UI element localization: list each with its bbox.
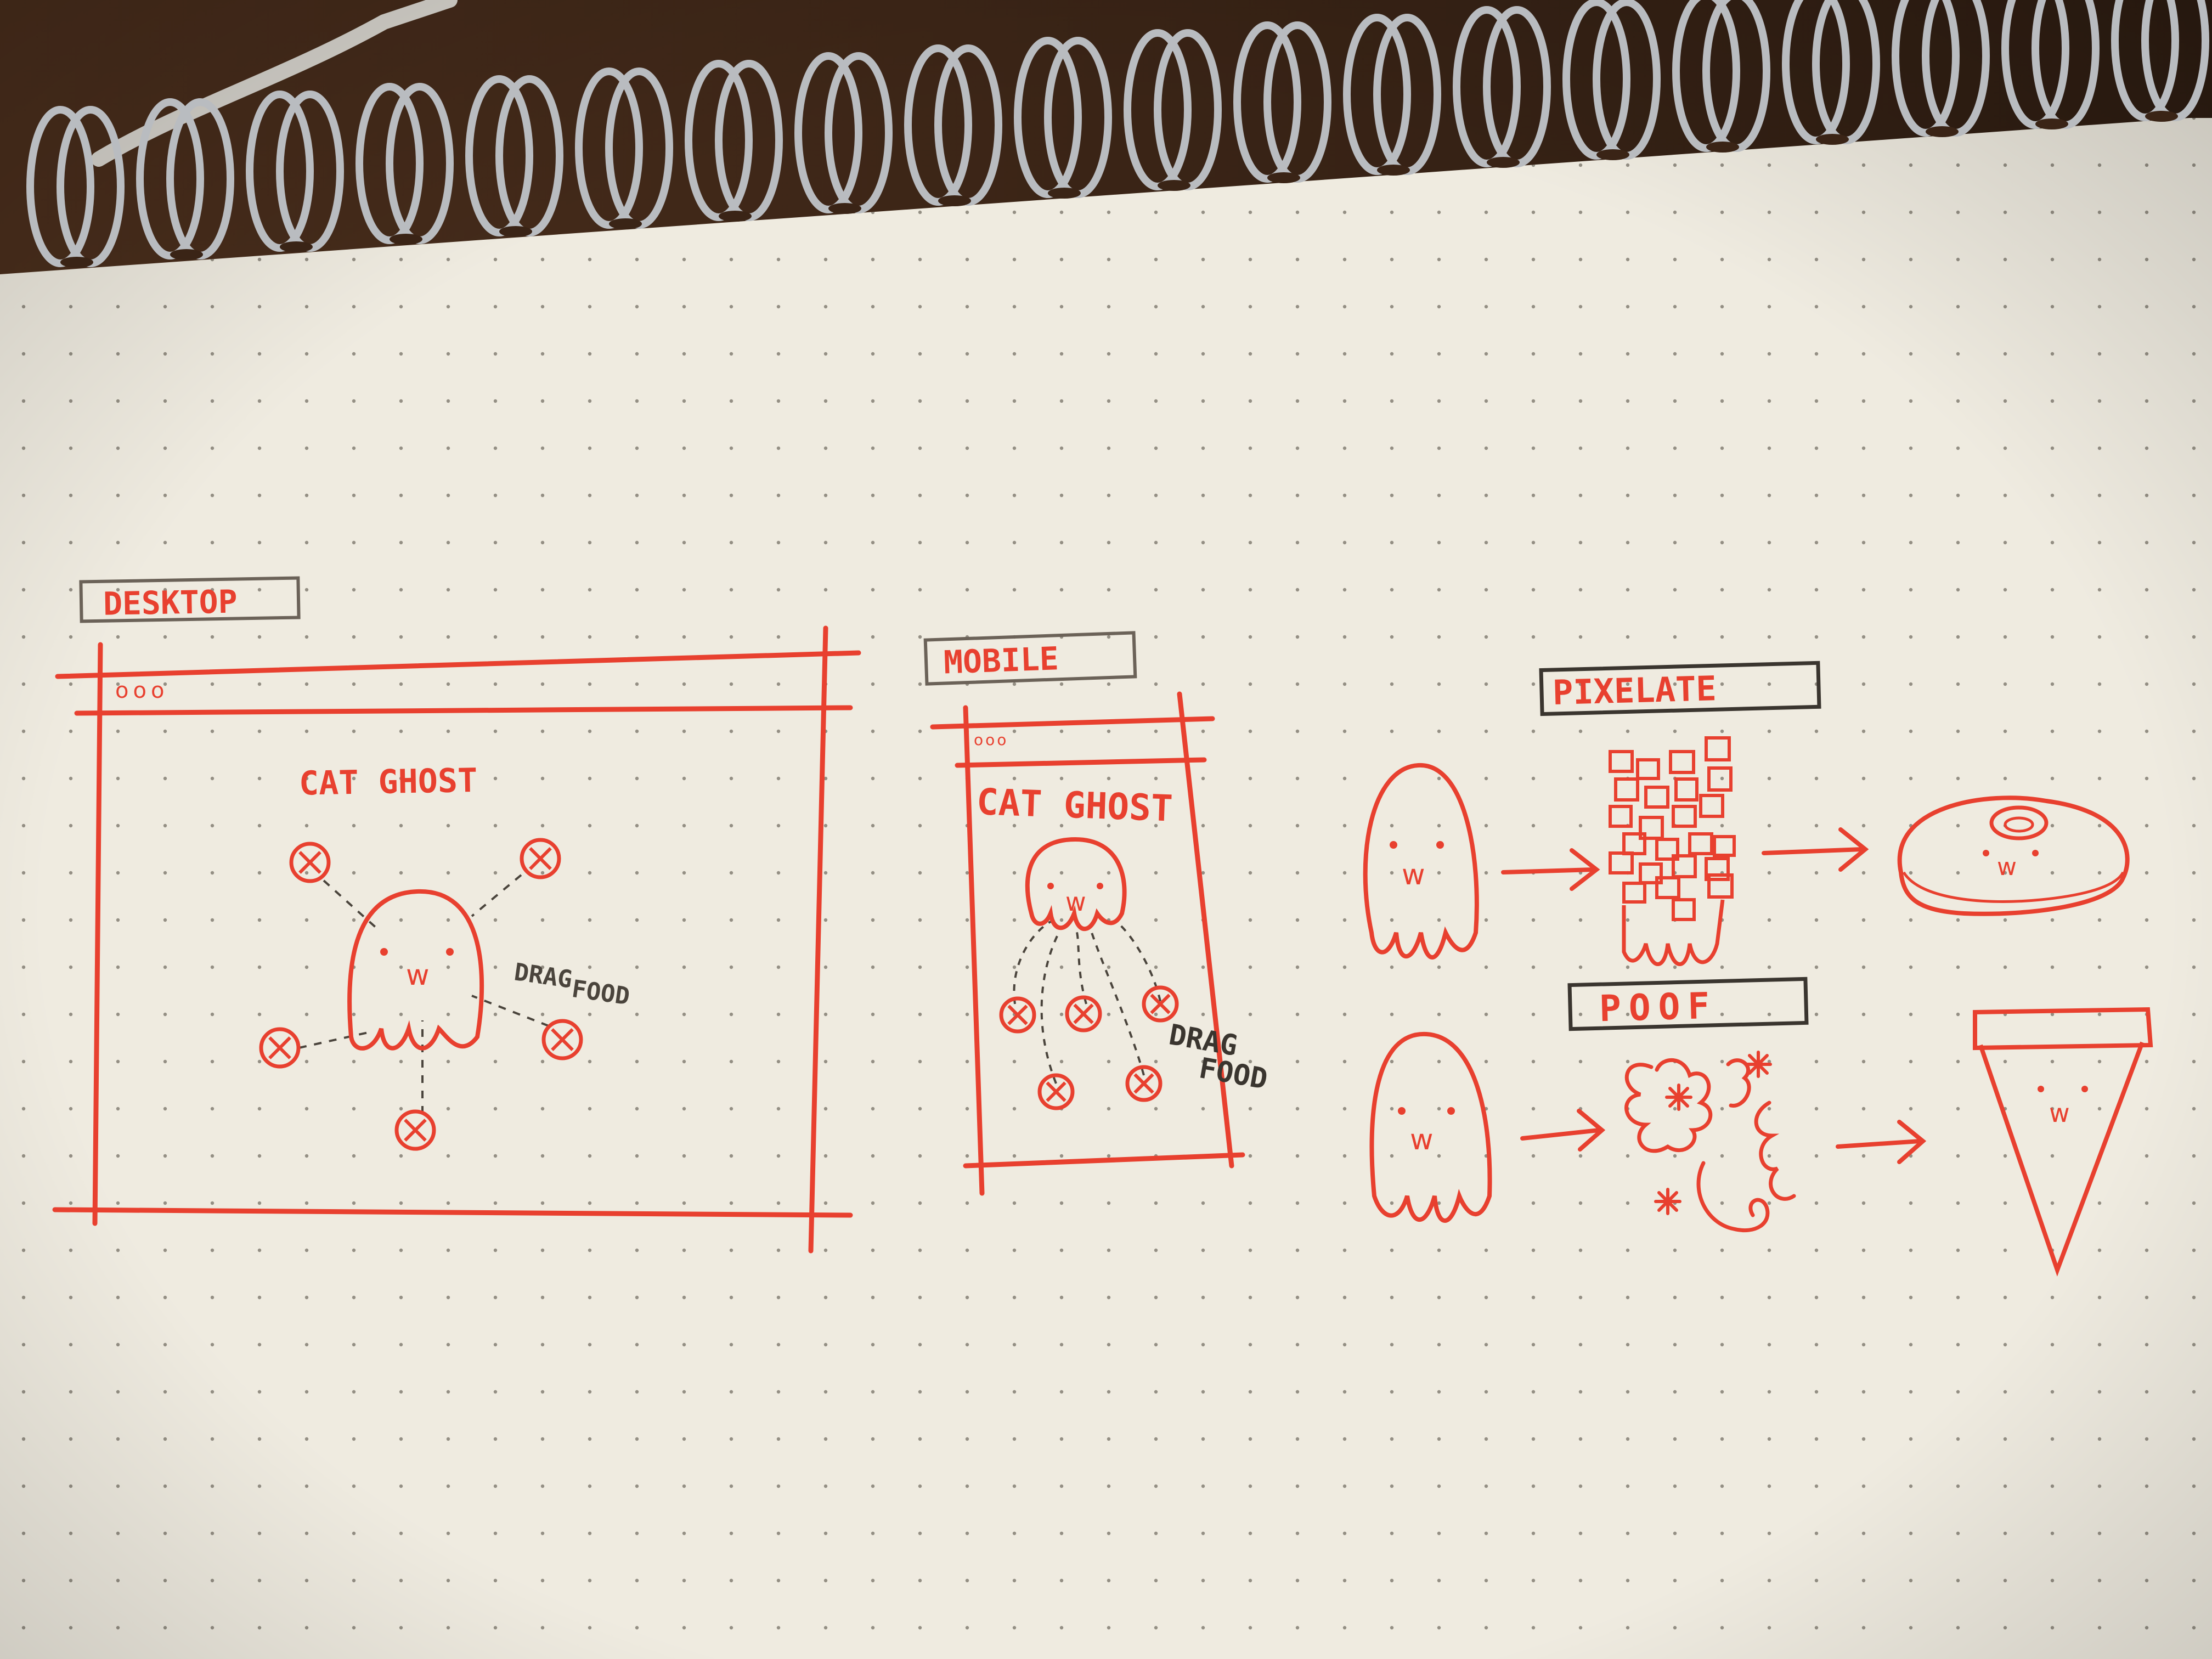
food-item: [1037, 1073, 1075, 1110]
food-item: [1065, 995, 1102, 1032]
food-item: [259, 1027, 301, 1069]
binding-hole: [170, 249, 203, 260]
food-item: [541, 1019, 583, 1060]
desktop-window-dots: ooo: [115, 678, 168, 703]
poof-arrow-1: [1520, 1109, 1606, 1152]
binding-hole: [1596, 149, 1629, 160]
desktop-drag-lines: [298, 874, 549, 1114]
binding-hole: [609, 218, 642, 229]
pizza-face: w: [2049, 1098, 2070, 1128]
binding-hole: [499, 226, 532, 237]
donut-face: w: [1997, 853, 2017, 881]
pizza-result: w: [1973, 1007, 2153, 1277]
spiral-coil: [685, 60, 753, 221]
spiral-coil: [794, 52, 862, 213]
binding-hole: [280, 241, 313, 252]
food-item: [1142, 985, 1179, 1023]
desktop-ghost-face: w: [406, 959, 430, 992]
mobile-phone-frame: [930, 691, 1245, 1196]
pixelate-squares: [1609, 736, 1736, 921]
binding-hole: [2145, 111, 2178, 122]
binding-hole: [1267, 172, 1300, 183]
mobile-ghost: w: [1025, 837, 1127, 932]
spiral-coil: [1343, 14, 1411, 175]
poof-cloud: [1624, 1058, 1796, 1233]
mobile-drag-lines: [1013, 921, 1161, 1084]
mobile-window-dots: ooo: [974, 731, 1008, 749]
food-item: [394, 1109, 436, 1151]
spiral-coil: [26, 106, 94, 267]
binding-hole: [719, 211, 752, 222]
poof-sparkles: [1654, 1051, 1772, 1215]
pixelate-label-box: [1539, 661, 1821, 716]
desktop-label-box: [79, 576, 301, 623]
binding-hole: [828, 203, 861, 214]
donut-result: w: [1897, 795, 2130, 916]
desktop-app-title: CAT GHOST: [298, 761, 477, 803]
binding-hole: [1158, 180, 1190, 191]
desktop-browser-frame: [52, 625, 861, 1254]
spiral-coil: [2111, 0, 2179, 121]
poof-label-box: [1567, 977, 1809, 1031]
mobile-wireframe: MOBILE ooo CAT GHOST w DRAG FOOD: [923, 631, 1270, 1196]
food-item: [289, 842, 331, 883]
mobile-label: MOBILE: [943, 640, 1059, 681]
spiral-coil: [1014, 37, 1082, 198]
pixelate-ghost-fragment: [1622, 899, 1725, 966]
spiral-coil: [1892, 0, 1960, 137]
desktop-ghost: w: [347, 889, 484, 1051]
mobile-food-items: [999, 985, 1179, 1110]
binding-hole: [1048, 188, 1081, 199]
spiral-coil: [1672, 0, 1740, 152]
spiral-coil: [1562, 0, 1630, 160]
spiral-coil: [904, 44, 972, 206]
binding-hole: [1487, 157, 1520, 168]
pixelate-ghost: w: [1363, 763, 1479, 960]
mobile-app-title: CAT GHOST: [976, 781, 1173, 830]
pixelate-arrow-2: [1762, 827, 1869, 872]
poof-label: POOF: [1599, 985, 1718, 1030]
pixelate-arrow-1: [1501, 848, 1600, 891]
spiral-coil: [575, 67, 643, 229]
spiral-coil: [356, 83, 424, 244]
poof-ghost: w: [1369, 1031, 1492, 1223]
binding-hole: [1706, 142, 1739, 153]
food-item: [520, 838, 561, 879]
poof-arrow-2: [1836, 1120, 1927, 1164]
desktop-label: DESKTOP: [103, 583, 238, 622]
spiral-coil: [1453, 6, 1521, 167]
spiral-coil: [246, 91, 314, 252]
mobile-ghost-face: w: [1065, 887, 1086, 917]
spiral-coil: [1782, 0, 1850, 144]
spiral-coil: [136, 98, 204, 259]
poof-ghost-face: w: [1410, 1124, 1434, 1156]
binding-hole: [60, 257, 93, 268]
pixelate-ghost-face: w: [1402, 859, 1425, 891]
binding-hole: [938, 195, 971, 206]
spiral-binding: [26, 0, 2209, 268]
food-item: [1125, 1065, 1163, 1102]
binding-hole: [2035, 119, 2068, 129]
pixelate-label: PIXELATE: [1552, 668, 1717, 713]
binding-hole: [1926, 126, 1959, 137]
binding-hole: [1816, 134, 1849, 145]
mobile-label-box: [923, 631, 1137, 686]
spiral-coil: [1233, 21, 1301, 183]
desktop-food-items: [259, 838, 583, 1151]
animation-sketches: PIXELATE w: [1363, 661, 2153, 1277]
spiral-coil: [1124, 29, 1192, 190]
spiral-coil: [465, 75, 533, 236]
spiral-coil: [2001, 0, 2069, 129]
binding-hole: [1377, 165, 1410, 176]
binding-hole: [390, 234, 422, 245]
food-item: [999, 996, 1036, 1034]
